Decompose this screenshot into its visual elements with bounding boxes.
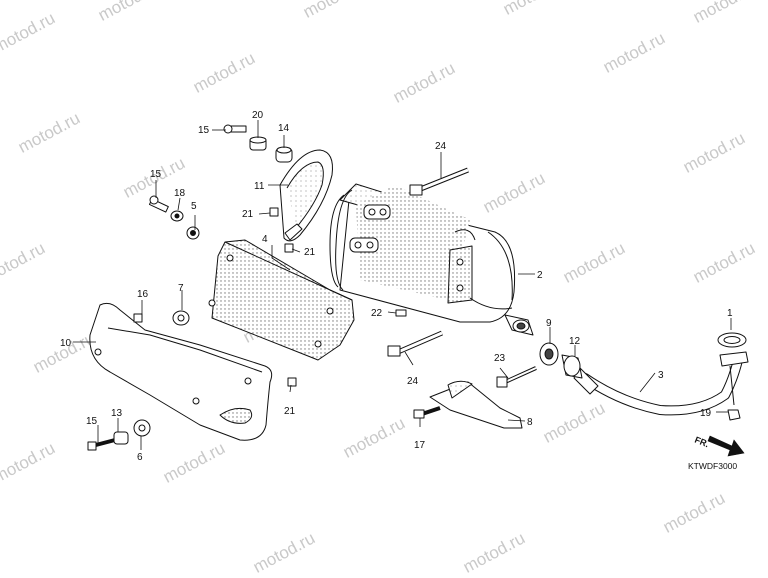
part-label: 22 xyxy=(371,308,383,319)
part-label: 13 xyxy=(111,408,123,419)
diagram-code: KTWDF3000 xyxy=(688,461,738,471)
part-label: 1 xyxy=(727,308,733,319)
muffler xyxy=(329,183,534,336)
exhaust-pipe xyxy=(573,351,749,416)
collar xyxy=(249,136,267,151)
bolt xyxy=(87,438,116,451)
side-cover xyxy=(89,302,273,441)
long-bolt xyxy=(409,167,469,196)
pipe-protector xyxy=(429,380,523,429)
rubber-bush xyxy=(186,226,200,240)
part-label: 24 xyxy=(435,141,447,152)
part-label: 4 xyxy=(262,234,268,245)
part-label: 21 xyxy=(242,209,254,220)
part-label: 21 xyxy=(304,247,316,258)
front-direction-arrow: FR. xyxy=(693,435,745,457)
part-labels: 1 2 3 4 5 6 7 8 9 10 11 12 13 14 15 15 1… xyxy=(60,110,733,463)
part-label: 11 xyxy=(254,181,265,192)
part-label: 15 xyxy=(198,125,210,136)
part-label: 3 xyxy=(658,370,664,381)
muffler-clamp xyxy=(539,342,559,366)
part-label: 14 xyxy=(278,123,290,134)
part-label: 15 xyxy=(86,416,98,427)
part-label: 9 xyxy=(546,318,552,329)
grommet xyxy=(172,310,190,326)
part-label: 8 xyxy=(527,417,533,428)
bolt xyxy=(496,366,537,388)
part-label: 6 xyxy=(137,452,143,463)
collar xyxy=(113,431,129,445)
exhaust-gasket xyxy=(717,332,747,348)
bolt xyxy=(148,195,169,213)
grommet xyxy=(275,146,293,163)
part-label: 20 xyxy=(252,110,264,121)
leader-lines xyxy=(73,120,732,450)
part-label: 19 xyxy=(700,408,712,419)
muffler-cover xyxy=(208,239,355,361)
part-label: 18 xyxy=(174,188,186,199)
part-label: 23 xyxy=(494,353,506,364)
nut xyxy=(727,409,741,421)
grommet xyxy=(133,419,151,437)
bolt xyxy=(413,406,441,419)
clip xyxy=(133,313,143,323)
part-label: 21 xyxy=(284,406,296,417)
part-label: 5 xyxy=(191,201,197,212)
clip xyxy=(269,207,297,387)
part-label: 7 xyxy=(178,283,184,294)
front-direction-label: FR. xyxy=(693,435,710,450)
part-label: 10 xyxy=(60,338,72,349)
long-bolt xyxy=(387,330,443,357)
part-label: 24 xyxy=(407,376,419,387)
washer xyxy=(170,210,184,222)
part-label: 16 xyxy=(137,289,149,300)
bolt xyxy=(223,124,247,134)
muffler-joint xyxy=(561,354,583,379)
part-label: 2 xyxy=(537,270,543,281)
muffler-protector xyxy=(279,149,333,242)
bolt xyxy=(395,309,407,317)
part-label: 15 xyxy=(150,169,162,180)
part-label: 17 xyxy=(414,440,426,451)
part-label: 12 xyxy=(569,336,581,347)
